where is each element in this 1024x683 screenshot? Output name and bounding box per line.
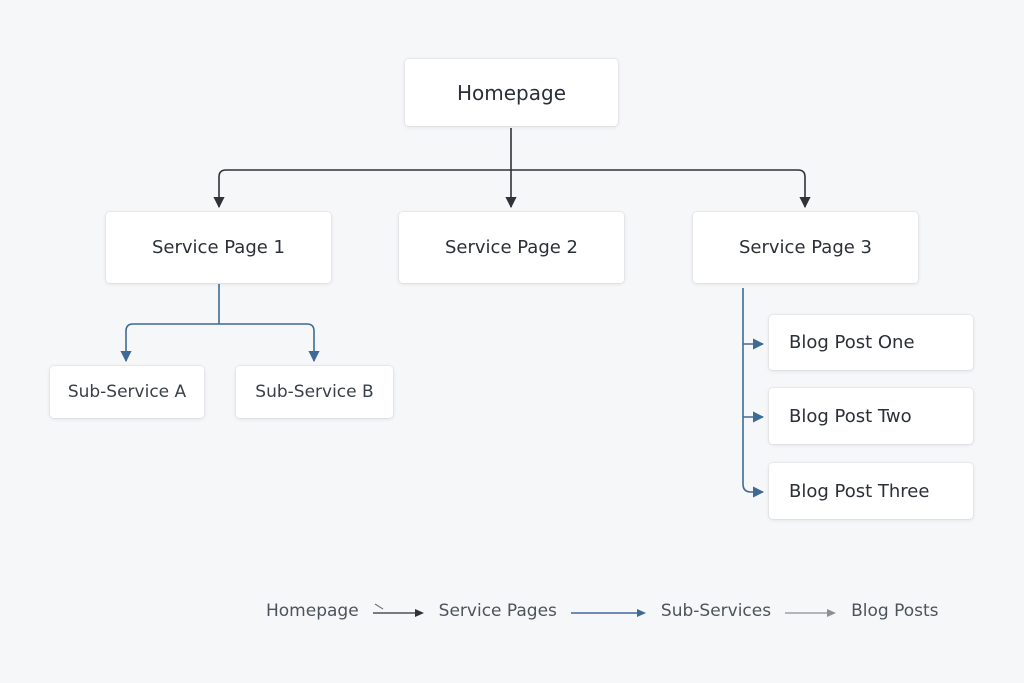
node-blog-post-three[interactable]: Blog Post Three — [769, 463, 973, 519]
legend-item-sub-services: Sub-Services — [660, 601, 772, 621]
node-service-page-1[interactable]: Service Page 1 — [106, 212, 331, 283]
node-service-page-2-label: Service Page 2 — [445, 237, 578, 258]
node-blog-post-one-label: Blog Post One — [789, 332, 915, 353]
node-sub-service-b[interactable]: Sub-Service B — [236, 366, 393, 418]
node-blog-post-three-label: Blog Post Three — [789, 480, 930, 502]
legend-arrow-gray-icon — [785, 609, 837, 617]
node-sub-service-a-label: Sub-Service A — [67, 382, 187, 402]
hierarchy-legend: Homepage Service Pages Sub-Services Blog… — [266, 597, 939, 625]
node-service-page-2[interactable]: Service Page 2 — [399, 212, 624, 283]
connector-home-to-service-1 — [213, 169, 511, 209]
connector-service-1-to-sub-b — [219, 323, 320, 363]
node-service-page-3[interactable]: Service Page 3 — [693, 212, 918, 283]
node-sub-service-b-label: Sub-Service B — [255, 382, 374, 402]
node-blog-post-one[interactable]: Blog Post One — [769, 315, 973, 370]
node-blog-post-two[interactable]: Blog Post Two — [769, 388, 973, 444]
node-homepage[interactable]: Homepage — [405, 59, 618, 126]
connector-service-3-stem — [742, 288, 765, 498]
legend-item-service-pages: Service Pages — [438, 601, 557, 621]
legend-arrow-blue-icon — [570, 609, 646, 617]
node-sub-service-a[interactable]: Sub-Service A — [50, 366, 204, 418]
node-service-page-1-label: Service Page 1 — [152, 237, 285, 258]
legend-arrow-dark-icon — [372, 603, 424, 617]
legend-item-blog-posts: Blog Posts — [851, 601, 939, 621]
node-blog-post-two-label: Blog Post Two — [789, 405, 912, 427]
legend-item-homepage: Homepage — [266, 601, 359, 621]
connector-home-to-service-3 — [511, 169, 811, 209]
node-homepage-label: Homepage — [456, 80, 566, 105]
node-service-page-3-label: Service Page 3 — [739, 237, 872, 258]
connector-service-1-to-sub-a — [120, 323, 219, 363]
